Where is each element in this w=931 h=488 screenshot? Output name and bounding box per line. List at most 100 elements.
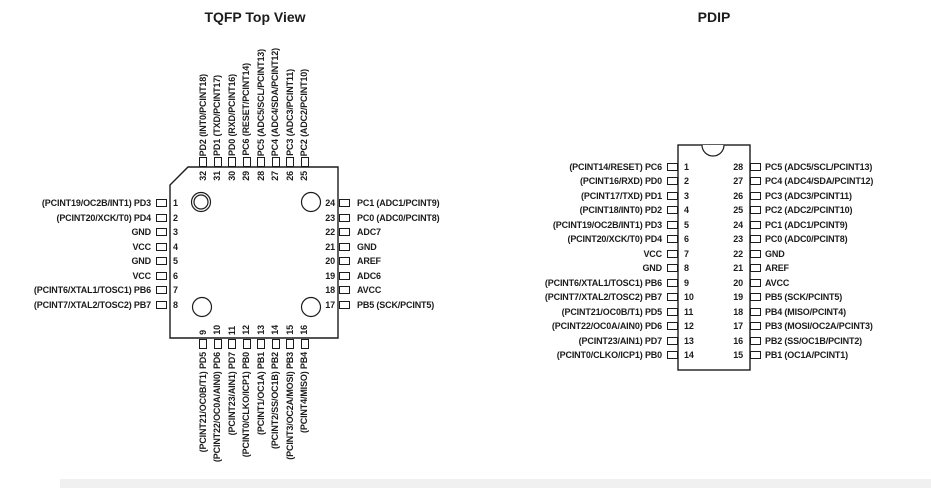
tqfp-pin-14-number: 14 [270, 325, 281, 335]
pdip-pin-24-number: 24 [733, 219, 743, 230]
tqfp-corner-mark-bottom-left [191, 296, 213, 318]
tqfp-pin-24-pad [339, 199, 350, 207]
tqfp-pin-6-pad [156, 271, 167, 280]
pdip-pin-17-label: PB3 (MOSI/OC2A/PCINT3) [765, 321, 873, 332]
pdip-pin-20-pad [750, 278, 761, 287]
tqfp-pin-1-number: 1 [173, 198, 178, 208]
tqfp-pin-20-number: 20 [325, 256, 335, 267]
pdip-pin-21-pad [750, 264, 761, 273]
tqfp-pin-21-label: GND [357, 241, 377, 252]
tqfp-pin-17-pad [339, 300, 350, 309]
tqfp-pin-24-number: 24 [325, 198, 335, 208]
tqfp-pin-13-pad [257, 339, 266, 349]
tqfp-pin-32-number: 32 [197, 171, 208, 181]
pdip-pin-3-pad [667, 191, 678, 200]
pdip-pin-22-pad [750, 249, 761, 258]
pdip-pin-15-number: 15 [733, 349, 743, 360]
pdip-pin-27-number: 27 [733, 176, 743, 187]
pdip-pin-2-pad [667, 177, 678, 186]
tqfp-pin-1-label: (PCINT19/OC2B/INT1) PD3 [41, 198, 151, 208]
pdip-pin-5-label: (PCINT19/OC2B/INT1) PD3 [552, 219, 662, 230]
pdip-pin-20-label: AVCC [765, 277, 790, 288]
tqfp-pin-10-pad [213, 339, 222, 349]
pdip-pin-8-number: 8 [684, 263, 689, 274]
tqfp-pin-3-label: GND [131, 227, 151, 238]
pdip-pin-12-label: (PCINT22/OC0A/AIN0) PD6 [551, 321, 662, 332]
tqfp-pin-13-number: 13 [255, 325, 266, 335]
tqfp-pin-28-label: PC5 (ADC5/SCL/PCINT13) [255, 48, 266, 156]
tqfp-pin-25-number: 25 [299, 171, 310, 181]
tqfp-pin-29-pad [242, 157, 251, 167]
pdip-pin-23-number: 23 [733, 234, 743, 245]
tqfp-pin-20-label: AREF [357, 256, 381, 267]
pdip-pin-12-number: 12 [684, 321, 694, 332]
pdip-pin-11-label: (PCINT21/OC0B/T1) PD5 [561, 306, 663, 317]
tqfp-pin-31-number: 31 [212, 171, 223, 181]
tqfp-pin-21-number: 21 [325, 241, 335, 252]
pdip-pin-1-number: 1 [684, 162, 689, 172]
pdip-pin-2-label: (PCINT16/RXD) PD0 [580, 176, 662, 187]
pdip-pin-6-number: 6 [684, 234, 689, 245]
tqfp-pin-5-pad [156, 257, 167, 266]
pdip-pin-2-number: 2 [684, 176, 689, 187]
tqfp-pin-19-number: 19 [325, 270, 335, 281]
pdip-pin-23-pad [750, 235, 761, 244]
pdip-pin-9-pad [667, 278, 678, 287]
tqfp-pin-7-number: 7 [173, 285, 178, 296]
tqfp-pin-30-pad [228, 157, 237, 167]
pdip-pin1-notch [701, 144, 725, 157]
tqfp-pin-26-label: PC3 (ADC3/PCINT11) [284, 69, 295, 156]
pdip-pin-18-label: PB4 (MISO/PCINT4) [765, 306, 846, 317]
tqfp-pin-16-number: 16 [299, 325, 310, 335]
pdip-pin-10-label: (PCINT7/XTAL2/TOSC2) PB7 [544, 292, 662, 303]
pdip-pin-22-label: GND [765, 248, 785, 259]
tqfp-pin-7-pad [156, 286, 167, 295]
tqfp-pin-15-pad [286, 339, 295, 349]
tqfp-pin-17-number: 17 [325, 299, 335, 310]
tqfp-pin-14-label: (PCINT2/SS/OC1B) PB2 [270, 352, 281, 450]
pdip-package-body [677, 144, 751, 371]
tqfp-pin-10-number: 10 [212, 325, 223, 335]
pdip-pin-28-number: 28 [733, 162, 743, 172]
tqfp-pin-8-pad [156, 300, 167, 309]
pdip-pin-26-label: PC3 (ADC3/PCINT11) [765, 190, 852, 201]
tqfp-pin-1-pad [156, 199, 167, 207]
tqfp-pin-23-number: 23 [325, 212, 335, 223]
pdip-pin-26-number: 26 [733, 190, 743, 201]
tqfp-pin-4-label: VCC [132, 241, 151, 252]
tqfp-pin-22-pad [339, 228, 350, 237]
tqfp-pin-2-number: 2 [173, 212, 178, 223]
tqfp-pin-22-number: 22 [325, 227, 335, 238]
pdip-pin-5-number: 5 [684, 219, 689, 230]
tqfp-pin-18-pad [339, 286, 350, 295]
tqfp-pin-26-number: 26 [284, 171, 295, 181]
tqfp-pin-8-label: (PCINT7/XTAL2/TOSC2) PB7 [33, 299, 151, 310]
tqfp-pin-23-label: PC0 (ADC0/PCINT8) [357, 212, 440, 223]
tqfp-pin-14-pad [271, 339, 280, 349]
tqfp-pin-25-pad [300, 157, 309, 167]
pdip-pin-26-pad [750, 191, 761, 200]
pdip-pin-3-label: (PCINT17/TXD) PD1 [581, 190, 662, 201]
pdip-pin-7-number: 7 [684, 248, 689, 259]
tqfp-pin-17-label: PB5 (SCK/PCINT5) [357, 299, 435, 310]
pdip-pin-22-number: 22 [733, 248, 743, 259]
pdip-pin-25-pad [750, 206, 761, 215]
pdip-pin-9-label: (PCINT6/XTAL1/TOSC1) PB6 [544, 277, 662, 288]
pdip-pin-17-pad [750, 322, 761, 331]
tqfp-pin-12-number: 12 [241, 325, 252, 335]
pdip-pin-8-label: GND [642, 263, 662, 274]
pdip-pin-15-pad [750, 350, 761, 359]
tqfp-pin-19-pad [339, 271, 350, 280]
pdip-pin-18-pad [750, 307, 761, 316]
tqfp-corner-mark-bottom-right [300, 296, 322, 318]
scan-artifact [60, 479, 931, 488]
tqfp-package-body [169, 166, 339, 339]
pdip-pin-21-number: 21 [733, 263, 743, 274]
tqfp-pin-18-label: AVCC [357, 285, 382, 296]
pdip-pin-7-pad [667, 249, 678, 258]
tqfp-pin-24-label: PC1 (ADC1/PCINT9) [357, 198, 440, 208]
pdip-pin-21-label: AREF [765, 263, 789, 274]
tqfp-pin-28-pad [257, 157, 266, 167]
tqfp-pin-32-pad [199, 157, 207, 167]
